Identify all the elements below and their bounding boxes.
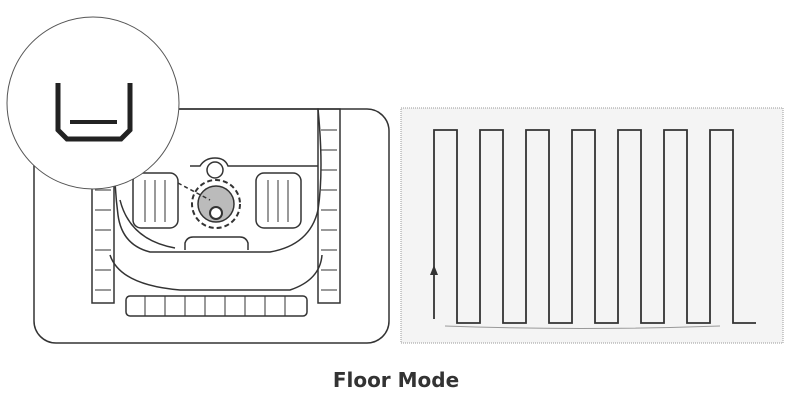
floor-mode-icon: [55, 83, 133, 142]
mode-caption: Floor Mode: [332, 368, 460, 392]
cleaning-route-line: [433, 129, 756, 324]
right-vent: [255, 172, 302, 229]
roller-brush: [125, 295, 308, 317]
robot-top-view-illustration: [6, 16, 390, 344]
sensor-circle: [206, 161, 224, 179]
control-panel-highlight: [191, 179, 241, 229]
start-arrow-icon: [430, 265, 438, 275]
pool-floor: [400, 107, 784, 344]
floor-cleaning-path-diagram: [400, 107, 784, 344]
zoom-callout-circle: [6, 16, 180, 190]
left-vent: [132, 172, 179, 229]
pool-floor-shadow: [444, 325, 721, 329]
power-button-icon: [209, 206, 223, 220]
right-track: [317, 108, 341, 304]
